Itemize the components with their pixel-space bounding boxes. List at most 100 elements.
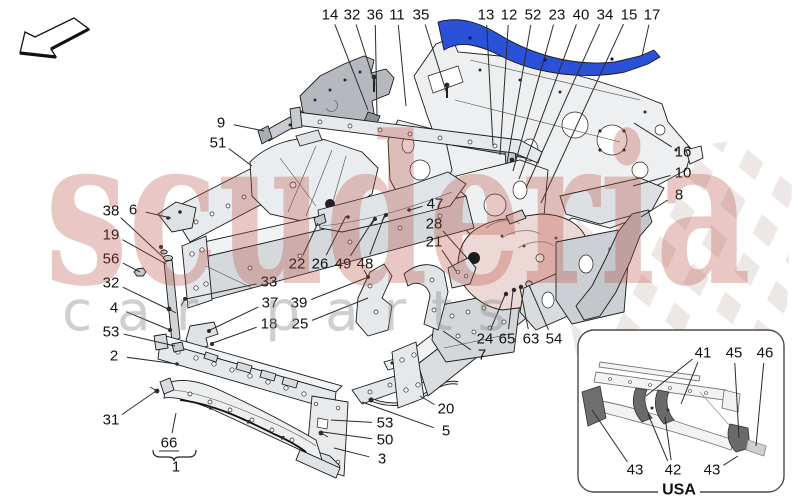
callout-number-51: 51 xyxy=(210,135,227,152)
callout-number-38: 38 xyxy=(103,203,120,220)
callout-34: 34 xyxy=(525,7,613,189)
support-brackets xyxy=(355,263,449,337)
callout-8: 8 xyxy=(640,187,683,218)
callout-2: 2 xyxy=(110,348,178,365)
leader-line-35 xyxy=(424,24,448,95)
callout-number-20: 20 xyxy=(438,401,455,418)
callout-53-a: 53 xyxy=(103,324,176,347)
leader-line-50 xyxy=(322,431,373,440)
leader-line-33 xyxy=(185,283,257,300)
callout-19: 19 xyxy=(103,227,167,265)
callout-number-15: 15 xyxy=(621,7,638,24)
leader-line-43-r xyxy=(723,455,739,466)
callout-number-5: 5 xyxy=(442,423,450,440)
callout-51: 51 xyxy=(210,135,253,167)
callout-number-9: 9 xyxy=(217,115,225,132)
callout-17: 17 xyxy=(641,7,660,57)
leader-line-52 xyxy=(506,24,532,164)
underbody-closing-panel xyxy=(313,171,467,233)
leader-line-53-a xyxy=(123,333,176,347)
leader-line-28 xyxy=(442,230,468,259)
callout-21: 21 xyxy=(426,234,457,272)
callout-63: 63 xyxy=(519,287,539,348)
leader-line-37 xyxy=(209,306,259,331)
leader-line-12 xyxy=(499,24,509,156)
callout-number-36: 36 xyxy=(367,7,384,24)
leader-line-16 xyxy=(633,122,673,148)
callout-number-50: 50 xyxy=(377,432,394,449)
callout-number-37: 37 xyxy=(262,295,279,312)
callout-number-24: 24 xyxy=(477,331,494,348)
callout-11: 11 xyxy=(389,7,407,107)
callout-number-46: 46 xyxy=(757,345,774,362)
callout-number-12: 12 xyxy=(501,7,518,24)
leader-line-46 xyxy=(755,362,765,447)
callout-number-8: 8 xyxy=(675,187,683,204)
leader-line-39 xyxy=(311,277,367,300)
stay-rod-and-fasteners xyxy=(133,245,219,351)
leader-line-15 xyxy=(540,23,624,204)
leader-line-56 xyxy=(122,262,141,273)
leader-line-5 xyxy=(361,401,434,429)
leader-line-22 xyxy=(302,222,319,256)
callout-number-22: 22 xyxy=(289,256,306,273)
leader-line-43-l xyxy=(591,409,628,463)
callout-number-14: 14 xyxy=(322,7,339,24)
watermark-subtitle-text: car parts xyxy=(62,279,532,343)
callout-number-21: 21 xyxy=(426,234,443,251)
callout-number-26: 26 xyxy=(312,256,329,273)
callout-46: 46 xyxy=(755,345,774,447)
leader-line-10 xyxy=(632,175,671,187)
callout-20: 20 xyxy=(419,395,455,418)
callout-32: 32 xyxy=(344,7,376,85)
callout-number-53-b: 53 xyxy=(377,415,394,432)
callout-number-25: 25 xyxy=(292,316,309,333)
callout-7: 7 xyxy=(442,330,486,364)
callout-number-32: 32 xyxy=(344,7,361,24)
callout-number-3: 3 xyxy=(378,451,386,468)
callout-5: 5 xyxy=(361,401,450,440)
leader-line-7 xyxy=(442,330,472,351)
callout-48: 48 xyxy=(357,213,386,273)
callout-number-43-l: 43 xyxy=(627,462,644,479)
leader-line-9 xyxy=(233,124,265,132)
callout-number-1: 1 xyxy=(172,459,180,476)
leader-line-14 xyxy=(334,24,369,111)
callout-group-bracket xyxy=(152,449,197,462)
leader-line-34 xyxy=(525,23,601,189)
usa-variant-inset: USA xyxy=(577,329,785,499)
callout-43-l: 43 xyxy=(591,409,644,479)
callout-number-11: 11 xyxy=(389,7,405,24)
callout-35: 35 xyxy=(413,7,448,95)
leader-line-13 xyxy=(486,24,494,147)
leader-line-32 xyxy=(355,24,376,85)
callout-number-66: 66 xyxy=(161,435,178,452)
callout-56: 56 xyxy=(103,251,141,273)
leader-line-11 xyxy=(397,24,407,107)
callout-4: 4 xyxy=(110,300,171,331)
callout-41: 41 xyxy=(645,345,711,405)
callout-16: 16 xyxy=(633,122,691,161)
callout-52: 52 xyxy=(506,7,542,164)
leader-line-42 xyxy=(647,413,669,462)
leader-line-51 xyxy=(228,148,253,167)
callout-13: 13 xyxy=(478,7,494,147)
callout-number-4: 4 xyxy=(110,300,118,317)
callout-25: 25 xyxy=(292,297,369,333)
callout-15: 15 xyxy=(540,7,638,204)
leader-line-2 xyxy=(126,356,178,365)
leader-line-36 xyxy=(374,24,378,117)
callout-33: 33 xyxy=(185,274,277,300)
callout-28: 28 xyxy=(426,216,468,259)
callout-31: 31 xyxy=(103,390,157,429)
leader-line-24 xyxy=(489,294,506,331)
callout-50: 50 xyxy=(322,431,394,449)
callout-number-18: 18 xyxy=(261,316,278,333)
leader-line-41 xyxy=(645,358,693,397)
watermark-layer: scuderia car parts xyxy=(45,92,751,343)
callout-6: 6 xyxy=(129,202,172,219)
callout-number-52: 52 xyxy=(525,7,542,24)
leader-line-66 xyxy=(171,412,177,434)
callout-26: 26 xyxy=(312,215,347,273)
